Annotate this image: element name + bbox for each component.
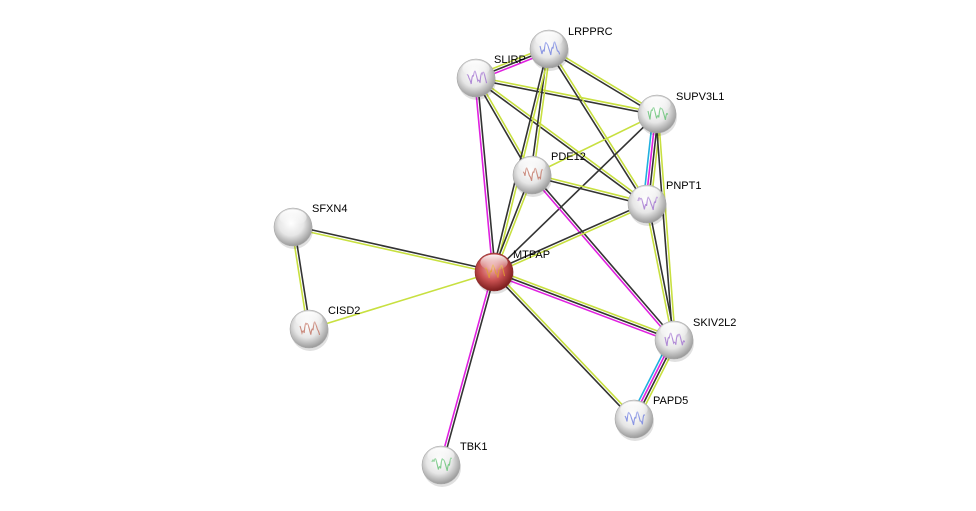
edge-line-coexpression	[492, 272, 634, 421]
node-highlight	[633, 186, 661, 203]
edge-line-textmining	[532, 172, 648, 204]
node-slirp[interactable]: SLIRP	[456, 54, 526, 100]
node-skiv2l2[interactable]: SKIV2L2	[654, 317, 736, 362]
edge-line-coexpression	[474, 78, 647, 206]
edge-supv3l1-pde12[interactable]	[531, 113, 658, 176]
node-label: CISD2	[328, 305, 360, 317]
node-highlight	[279, 209, 307, 226]
node-highlight	[643, 96, 671, 113]
edge-line-textmining	[549, 47, 659, 114]
edge-line-coexpression	[531, 175, 647, 207]
edge-mtpap-tbk1[interactable]	[438, 271, 497, 466]
edge-line-coexpression	[654, 114, 674, 341]
edge-mtpap-papd5[interactable]	[492, 270, 636, 421]
node-highlight	[535, 31, 563, 48]
edge-mtpap-skiv2l2[interactable]	[492, 268, 676, 344]
edge-line-coexpression	[441, 272, 497, 466]
edge-line-textmining	[308, 271, 495, 330]
node-label: SLIRP	[494, 54, 526, 66]
node-label: LRPPRC	[568, 26, 613, 38]
edge-line-experimental	[438, 271, 494, 465]
node-label: SUPV3L1	[676, 91, 724, 103]
edge-pnpt1-mtpap[interactable]	[493, 202, 648, 274]
node-highlight	[518, 157, 546, 174]
node-pnpt1[interactable]: PNPT1	[627, 180, 701, 226]
edge-line-textmining	[494, 204, 648, 274]
edge-line-textmining	[532, 49, 552, 176]
node-label: SFXN4	[312, 203, 347, 215]
node-tbk1[interactable]: TBK1	[421, 441, 488, 487]
edge-line-coexpression	[532, 173, 676, 340]
edge-pde12-skiv2l2[interactable]	[530, 173, 676, 342]
edge-supv3l1-skiv2l2[interactable]	[654, 113, 677, 341]
edge-line-experimental	[492, 273, 674, 344]
node-highlight	[620, 401, 648, 418]
node-label: PDE12	[551, 151, 586, 163]
node-pde12[interactable]: PDE12	[512, 151, 586, 197]
edge-line-textmining	[549, 47, 649, 204]
edge-slirp-pnpt1[interactable]	[474, 76, 649, 206]
edge-line-coexpression	[476, 77, 497, 272]
node-mtpap[interactable]: MTPAP	[474, 249, 550, 294]
edge-line-coexpression	[493, 271, 675, 341]
edge-line-experimental	[530, 175, 674, 342]
edge-line-coexpression	[493, 113, 658, 273]
node-lrpprc[interactable]: LRPPRC	[529, 26, 613, 71]
edge-slirp-supv3l1[interactable]	[475, 75, 658, 117]
edge-line-textmining	[476, 76, 649, 204]
edge-line-coexpression	[493, 202, 647, 272]
edge-line-textmining	[476, 75, 658, 114]
edge-line-textmining	[657, 113, 677, 340]
edge-line-coexpression	[647, 203, 677, 340]
node-highlight	[295, 311, 323, 328]
node-label: PNPT1	[666, 180, 701, 192]
edge-sfxn4-mtpap[interactable]	[292, 224, 495, 275]
node-highlight	[427, 447, 455, 464]
edge-line-textmining	[494, 270, 636, 419]
node-label: TBK1	[460, 441, 488, 453]
edge-line-coexpression	[475, 78, 657, 117]
edge-line-coexpression	[547, 49, 657, 116]
edge-line-textmining	[644, 204, 674, 341]
node-label: PAPD5	[653, 395, 688, 407]
node-highlight	[660, 322, 688, 339]
edge-line-coexpression	[547, 49, 647, 206]
edge-line-experimental	[473, 78, 494, 273]
node-papd5[interactable]: PAPD5	[614, 395, 688, 441]
edge-lrpprc-supv3l1[interactable]	[547, 47, 659, 116]
edge-slirp-mtpap[interactable]	[473, 77, 497, 273]
edge-line-textmining	[531, 113, 658, 176]
node-label: SKIV2L2	[693, 317, 736, 329]
protein-structure-icon	[664, 332, 686, 347]
node-cisd2[interactable]: CISD2	[289, 305, 360, 351]
node-highlight	[462, 60, 490, 77]
edge-cisd2-mtpap[interactable]	[308, 271, 495, 330]
node-highlight	[480, 254, 508, 271]
edge-line-coexpression	[293, 224, 495, 272]
edge-pnpt1-skiv2l2[interactable]	[644, 203, 677, 341]
edge-line-textmining	[292, 227, 494, 275]
edge-supv3l1-mtpap[interactable]	[493, 113, 658, 273]
protein-structure-icon	[539, 41, 561, 56]
node-label: MTPAP	[513, 249, 550, 261]
edge-lrpprc-pnpt1[interactable]	[547, 47, 649, 206]
node-supv3l1[interactable]: SUPV3L1	[637, 91, 724, 136]
edge-pde12-pnpt1[interactable]	[531, 172, 648, 207]
node-sfxn4[interactable]: SFXN4	[273, 203, 347, 249]
edge-line-textmining	[494, 268, 676, 339]
